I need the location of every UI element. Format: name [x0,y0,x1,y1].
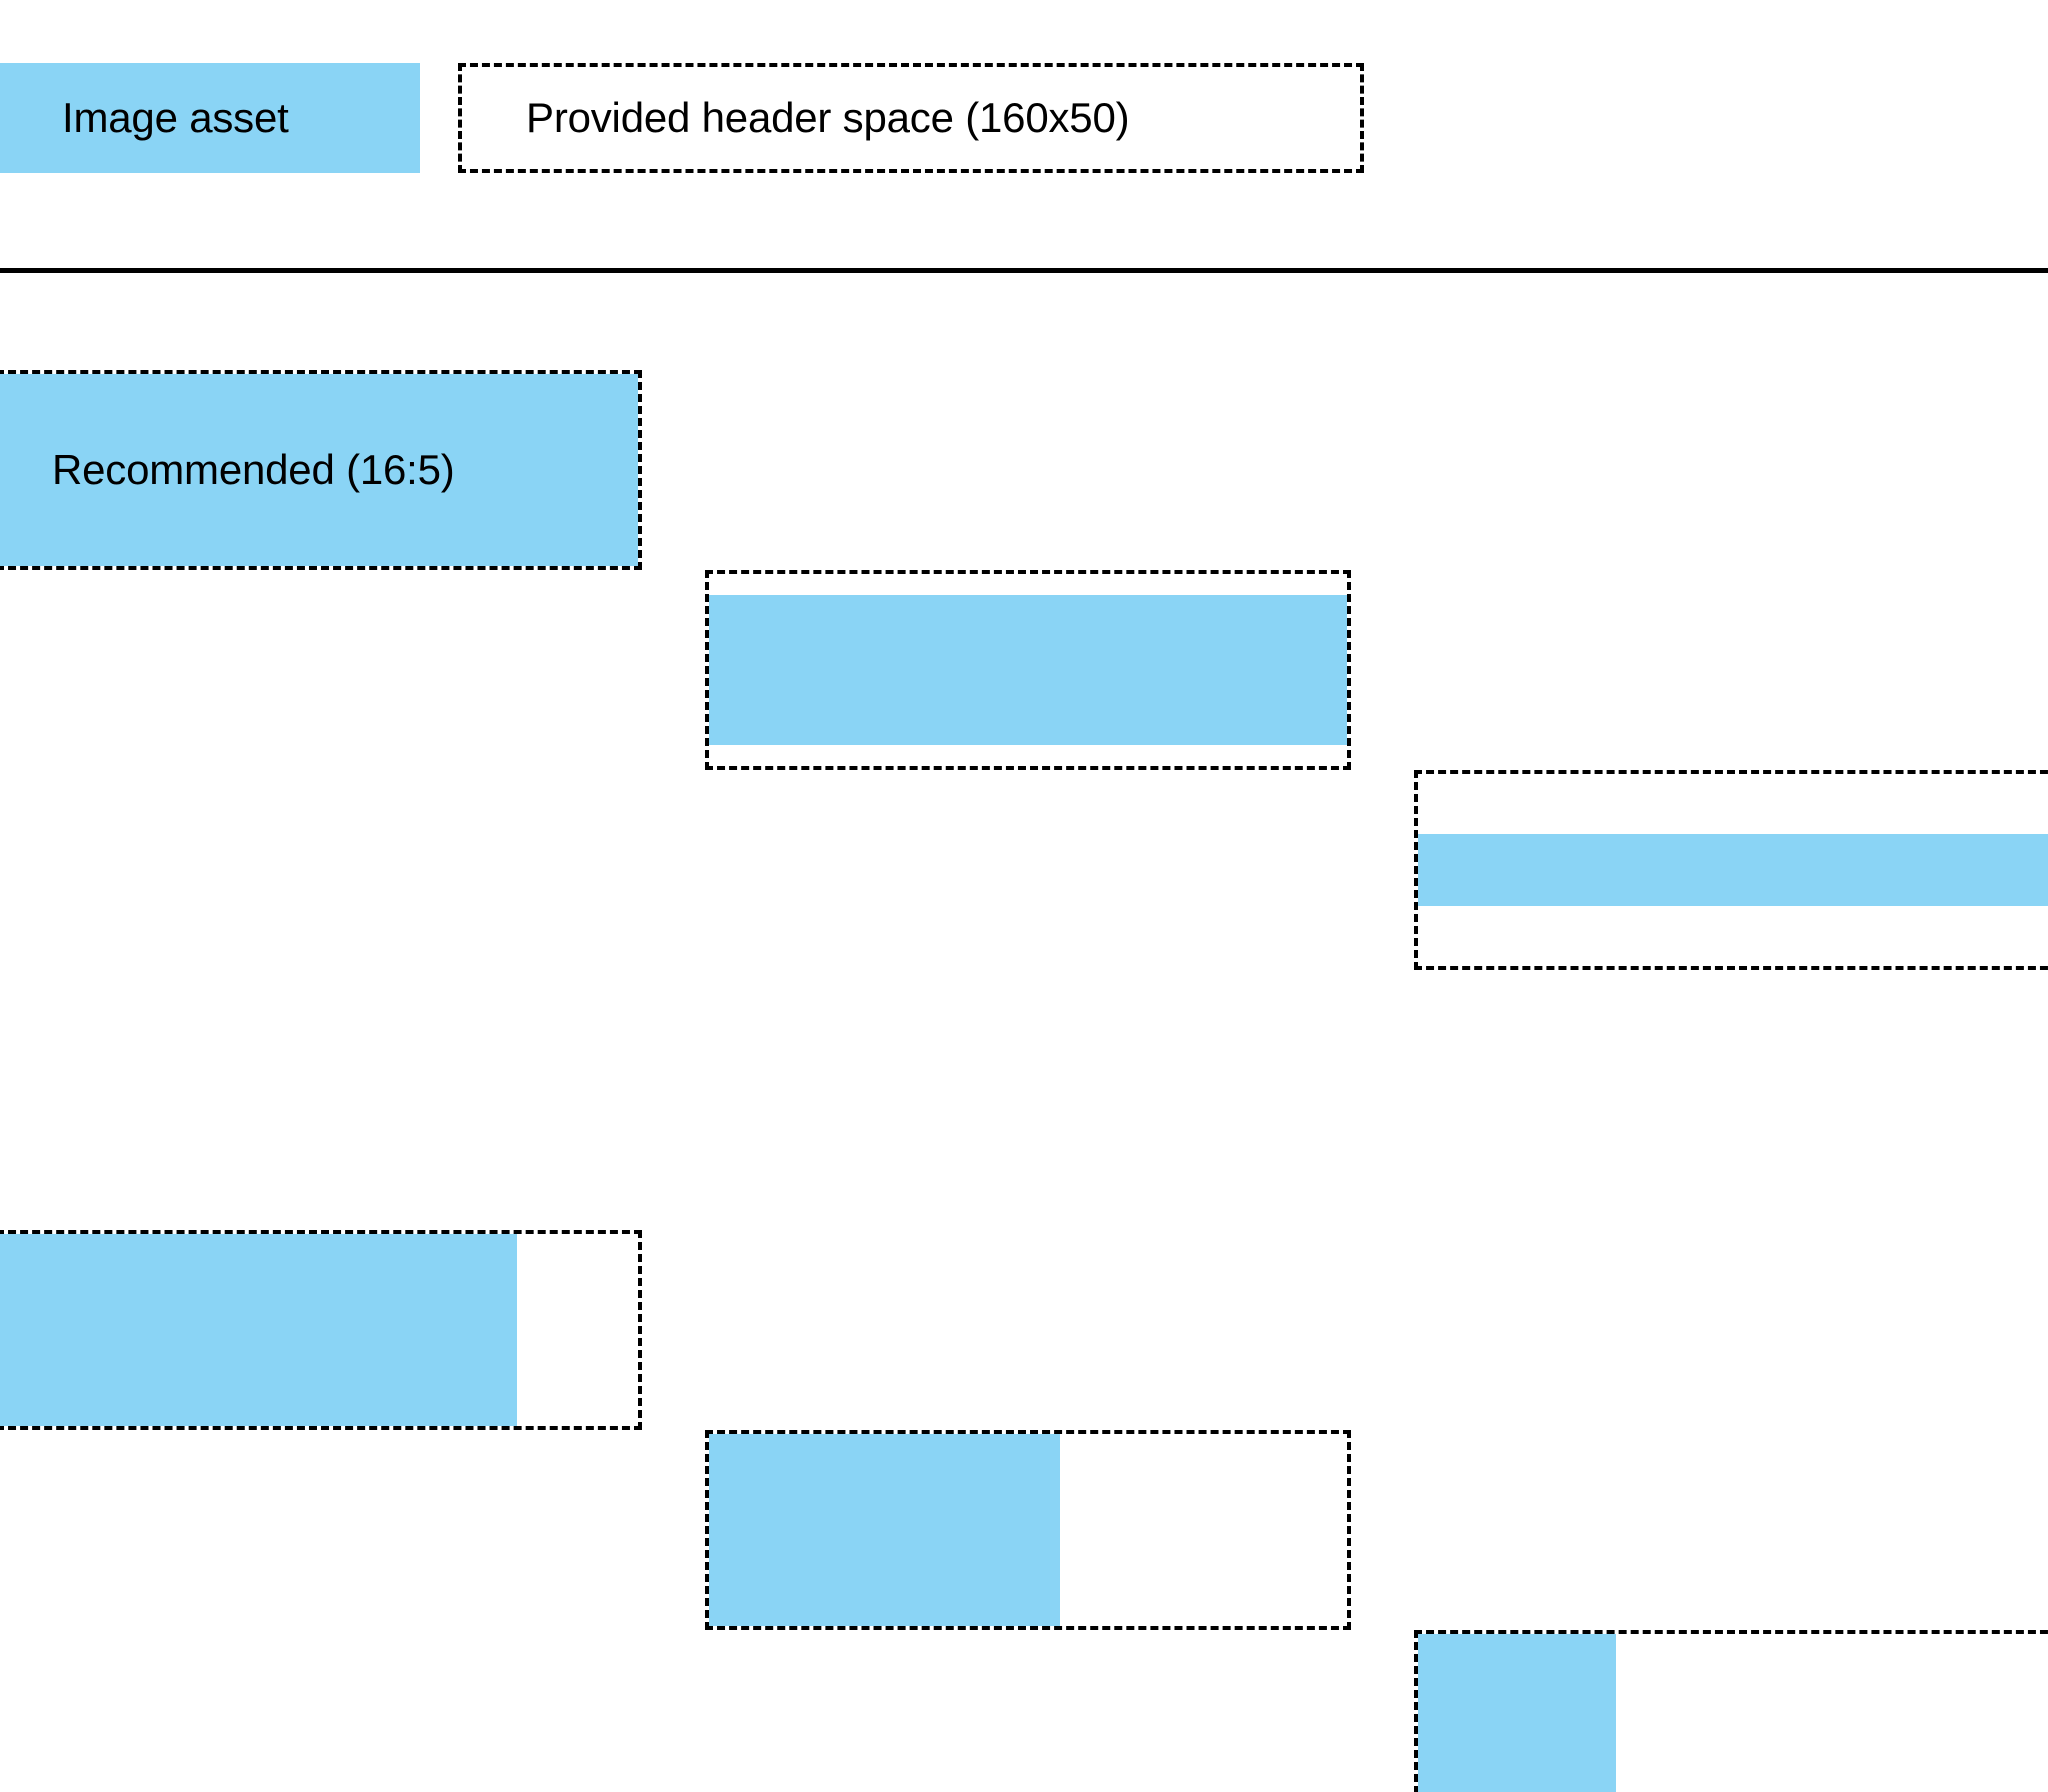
image-asset-swatch: Image asset [0,63,420,173]
ratio-fill-swatch [1418,834,2048,906]
ratio-cell-height-37 [1414,770,2048,970]
section-divider [0,268,2048,273]
recommended-ratio-label: Recommended (16:5) [52,446,455,493]
ratio-cell-width-31 [1414,1630,2048,1792]
header-strip: Image asset Provided header space (160x5… [0,0,2048,273]
ratio-cell-recommended: Recommended (16:5) [0,370,642,570]
ratio-fill-swatch [709,1434,1060,1626]
ratio-cell-width-81 [0,1230,642,1430]
ratio-fill-swatch [0,374,638,566]
image-asset-label: Image asset [62,94,289,141]
ratio-fill-swatch [0,1234,517,1426]
provided-header-space-box: Provided header space (160x50) [458,63,1364,173]
ratio-cell-width-55 [705,1430,1351,1630]
provided-header-space-label: Provided header space (160x50) [526,94,1130,141]
ratio-fill-swatch [1418,1634,1616,1792]
ratio-cell-height-78 [705,570,1351,770]
ratio-fill-swatch [709,595,1347,745]
